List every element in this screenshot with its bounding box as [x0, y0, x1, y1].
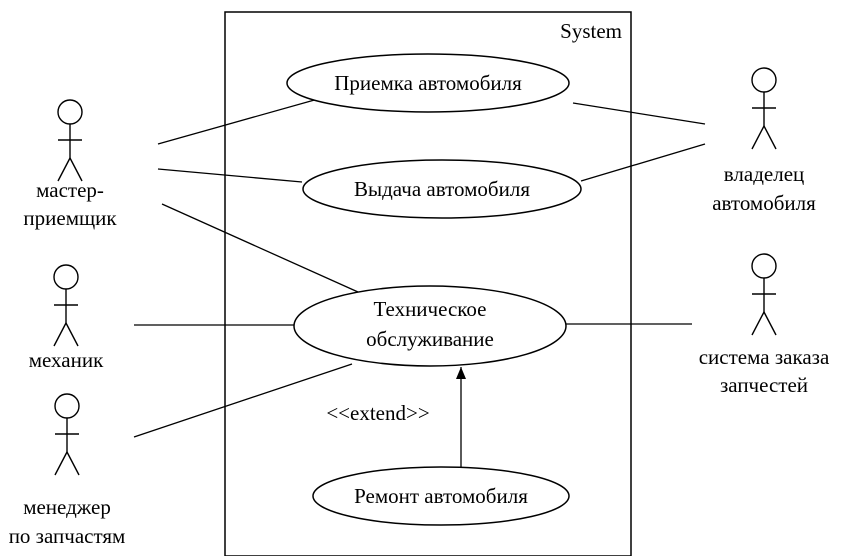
assoc-master-reception — [157, 98, 319, 145]
use-case-label: Выдача автомобиля — [354, 177, 530, 201]
extend-label: <<extend>> — [326, 401, 429, 425]
actor-label-line-1: система заказа — [699, 345, 830, 369]
use-case-label: Приемка автомобиля — [334, 71, 522, 95]
stick-figure-icon — [751, 253, 777, 336]
actor-label-line-2: приемщик — [23, 206, 117, 230]
stick-figure-icon — [53, 264, 79, 347]
actor-label-line-2: запчестей — [720, 373, 808, 397]
assoc-owner-delivery — [580, 143, 706, 182]
assoc-master-delivery — [157, 168, 303, 183]
actor-parts-manager[interactable]: менеджер по запчастям — [9, 393, 126, 548]
use-case-ellipse — [293, 285, 567, 367]
actor-label-line-1: владелец — [724, 162, 804, 186]
stick-figure-icon — [54, 393, 80, 476]
use-case-label-line-2: обслуживание — [366, 327, 494, 351]
use-case-ellipse — [286, 53, 570, 113]
actor-master[interactable]: мастер- приемщик — [23, 99, 117, 230]
assoc-owner-reception — [572, 102, 706, 125]
stick-figure-icon — [57, 99, 83, 182]
use-case-label-line-1: Техническое — [374, 297, 487, 321]
actor-parts-system[interactable]: система заказа запчестей — [699, 253, 830, 397]
actor-label-line-2: автомобиля — [712, 191, 816, 215]
association-lines — [133, 98, 706, 438]
actor-label-line-1: мастер- — [36, 178, 104, 202]
use-case-repair[interactable]: Ремонт автомобиля — [312, 466, 570, 526]
system-label: System — [560, 19, 622, 43]
use-case-delivery[interactable]: Выдача автомобиля — [302, 159, 582, 219]
use-case-ellipse — [302, 159, 582, 219]
use-case-ellipse — [312, 466, 570, 526]
actor-mechanic[interactable]: механик — [29, 264, 104, 372]
stick-figure-icon — [751, 67, 777, 150]
assoc-parts-manager-maintenance — [133, 363, 353, 438]
actor-owner[interactable]: владелец автомобиля — [712, 67, 816, 215]
actor-label-line-2: по запчастям — [9, 524, 126, 548]
use-case-reception[interactable]: Приемка автомобиля — [286, 53, 570, 113]
assoc-master-maintenance — [161, 203, 359, 293]
use-case-maintenance[interactable]: Техническое обслуживание — [293, 285, 567, 367]
actor-label-line-1: менеджер — [23, 495, 111, 519]
actor-label-line-1: механик — [29, 348, 104, 372]
use-case-label: Ремонт автомобиля — [354, 484, 528, 508]
